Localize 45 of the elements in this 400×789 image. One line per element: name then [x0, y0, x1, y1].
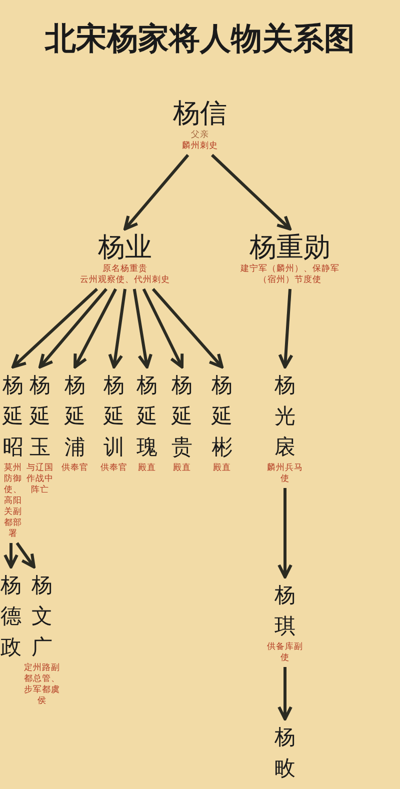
person-name: 杨延瑰 [136, 372, 158, 461]
role-note: 殿直 [137, 463, 157, 474]
person-name: 杨延训 [103, 372, 125, 461]
role-note: 定州路副都总管、步军都虞侯 [23, 663, 61, 707]
arrow [152, 288, 224, 368]
arrow [278, 488, 292, 578]
person-name: 杨延昭 [2, 372, 24, 461]
role-note: 原名杨重贵 [102, 264, 148, 274]
role-note: 供奉官 [60, 463, 90, 474]
person-name: 杨延彬 [211, 372, 233, 461]
person-name: 杨德政 [0, 572, 22, 661]
role-note: 殿直 [172, 463, 192, 474]
arrow [142, 288, 184, 368]
role-note: 供奉官 [100, 463, 128, 474]
role-note: 云州观察使、代州刺史 [79, 275, 171, 286]
arrow [132, 288, 152, 368]
role-note: 殿直 [212, 463, 232, 474]
arrow [74, 288, 117, 368]
person-name: 杨信 [172, 98, 228, 130]
arrow [210, 154, 292, 230]
role-note: 麟州刺史 [181, 141, 219, 152]
arrow [108, 288, 126, 368]
person-name: 杨文广 [31, 572, 53, 661]
arrow [38, 288, 108, 368]
role-note: 麟州兵马使 [266, 463, 304, 485]
role-note: 供备库副使 [266, 642, 304, 664]
person-name: 杨业 [97, 232, 153, 264]
role-note: 建宁军（麟州）、保静军（宿州）节度使 [240, 264, 340, 286]
role-note: 父亲 [190, 130, 210, 141]
person-name: 杨畋 [274, 724, 296, 782]
person-name: 杨延浦 [64, 372, 86, 461]
arrow [4, 543, 18, 568]
arrow [278, 288, 294, 368]
arrow [12, 288, 98, 368]
person-name: 杨延贵 [171, 372, 193, 461]
role-note: 与辽国作战中阵亡 [26, 463, 54, 496]
arrow [124, 154, 190, 230]
person-name: 杨光扆 [274, 372, 296, 461]
person-name: 杨重勋 [248, 232, 332, 264]
arrow [278, 667, 292, 720]
title: 北宋杨家将人物关系图 [44, 20, 356, 59]
arrow [16, 542, 36, 568]
person-name: 杨延玉 [29, 372, 51, 461]
role-note: 莫州防御使、高阳关副都部署 [3, 463, 23, 540]
person-name: 杨琪 [274, 582, 296, 640]
